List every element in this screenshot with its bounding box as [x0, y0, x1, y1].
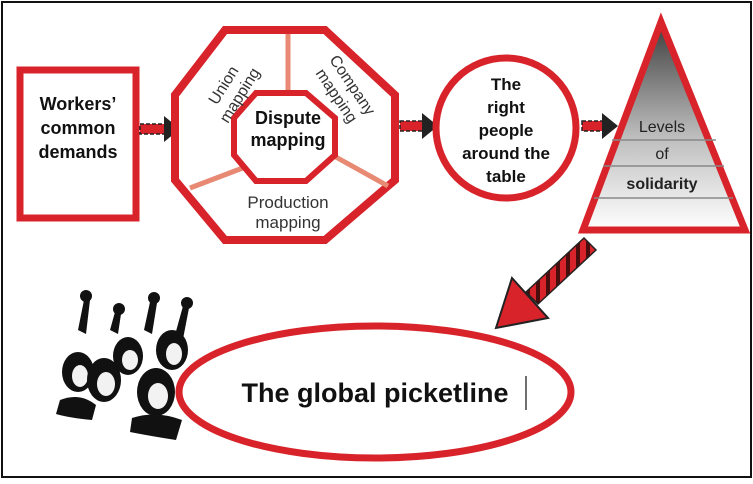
protesters-raised-fists-icon: [56, 290, 193, 440]
arrow-octagon-to-circle: [399, 113, 438, 139]
circle-line2: right: [487, 98, 525, 117]
arrow-circle-to-pyramid: [581, 113, 618, 139]
production-line2: mapping: [255, 213, 320, 232]
demands-line3: demands: [38, 142, 117, 162]
pyramid-level3: solidarity: [626, 176, 697, 193]
demands-line2: common: [40, 118, 115, 138]
dispute-line1: Dispute: [255, 108, 321, 128]
demands-line1: Workers’: [40, 94, 117, 114]
workers-demands-box: Workers’ common demands: [16, 66, 140, 222]
dispute-inner-octagon: [231, 90, 338, 184]
circle-line1: The: [491, 75, 521, 94]
mapping-octagon: Dispute mapping Union mapping Company ma…: [171, 26, 399, 244]
production-line1: Production: [247, 193, 328, 212]
circle-line5: table: [486, 167, 526, 186]
circle-line4: around the: [462, 144, 550, 163]
picketline-label: The global picketline: [241, 378, 508, 408]
pyramid-level2: of: [655, 146, 669, 163]
circle-line3: people: [479, 121, 534, 140]
divider-left: [189, 163, 249, 191]
global-picketline-ellipse: The global picketline: [175, 322, 575, 462]
divider-right: [332, 153, 390, 189]
solidarity-pyramid: Levels of solidarity: [577, 12, 751, 234]
right-people-circle: The right people around the table: [432, 54, 580, 202]
dispute-line2: mapping: [251, 130, 326, 150]
pyramid-level1: Levels: [639, 119, 685, 136]
arrow-pyramid-to-picketline: [494, 236, 598, 330]
